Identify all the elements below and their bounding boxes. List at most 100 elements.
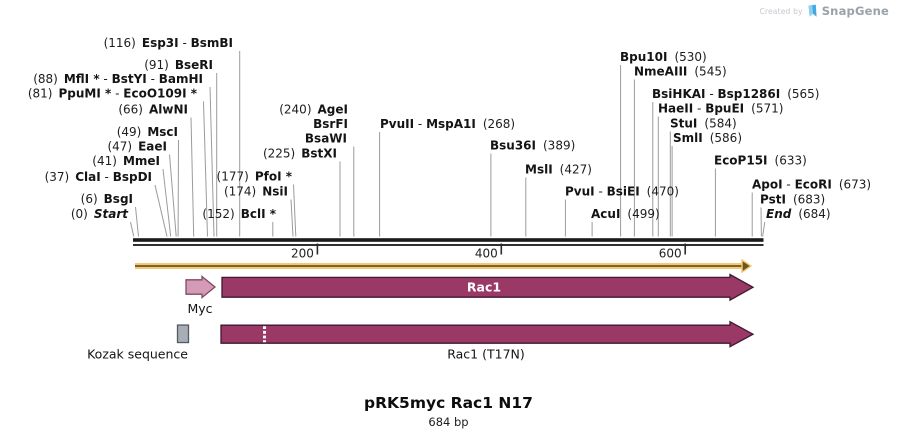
site-label: (81)PpuMI * - EcoO109I * xyxy=(28,87,198,101)
site-label: ApoI - EcoRI(673) xyxy=(752,178,871,192)
site-position: (116) xyxy=(104,36,136,50)
site-position: (177) xyxy=(217,170,249,184)
site-name: BseRI xyxy=(175,58,213,72)
site-label: MslI (427) xyxy=(525,163,592,177)
site-position: (152) xyxy=(202,207,234,221)
site-separator: - xyxy=(414,117,426,131)
site-name: BsgI xyxy=(104,192,133,206)
plasmid-title: pRK5myc Rac1 N17 xyxy=(364,394,533,412)
site-name: BstYI xyxy=(112,72,147,86)
site-separator: - xyxy=(147,72,159,86)
site-label: PvuII - MspA1I(268) xyxy=(380,117,515,131)
site-label: HaeII - BpuEI(571) xyxy=(658,102,783,116)
site-label: Bsu36I(389) xyxy=(490,139,575,153)
site-callout-line xyxy=(203,101,208,237)
map-footer: pRK5myc Rac1 N17 684 bp xyxy=(0,394,897,429)
site-name: Start xyxy=(94,207,129,221)
feature-arrow-rac1-t17n xyxy=(220,320,755,348)
site-position: (427) xyxy=(560,163,592,177)
site-label: (174) NsiI xyxy=(224,185,288,199)
site-name: AlwNI xyxy=(149,103,188,117)
site-position: (470) xyxy=(647,185,679,199)
site-position: (684) xyxy=(798,207,830,221)
feature-label-kozak: Kozak sequence xyxy=(87,347,188,362)
site-name: MmeI xyxy=(123,154,160,168)
site-name: AcuI xyxy=(591,207,620,221)
plasmid-length: 684 bp xyxy=(428,415,469,429)
site-name: EcoP15I xyxy=(714,154,768,168)
site-label: (225)BstXI xyxy=(263,147,337,161)
site-callout-line xyxy=(135,206,139,237)
site-name: PstI xyxy=(760,193,786,207)
site-position: (49) xyxy=(117,125,142,139)
site-name: NmeAIII xyxy=(634,65,687,79)
site-position: (174) xyxy=(224,185,256,199)
site-name: Bpu10I xyxy=(620,50,667,64)
site-separator: - xyxy=(101,170,113,184)
snapgene-branding: Created by SnapGene xyxy=(759,4,889,18)
site-label: BsaWI xyxy=(305,132,347,146)
site-name: BsiHKAI xyxy=(652,87,706,101)
site-name: BsrFI xyxy=(313,117,348,131)
site-position: (389) xyxy=(543,139,575,153)
site-position: (37) xyxy=(45,170,70,184)
site-name: HaeII xyxy=(658,102,693,116)
site-position: (6) xyxy=(81,192,98,206)
site-label: (91) BseRI xyxy=(144,58,213,72)
site-name: NsiI xyxy=(262,185,288,199)
site-position: (268) xyxy=(483,117,515,131)
site-position: (66) xyxy=(118,103,143,117)
site-position: (91) xyxy=(144,58,169,72)
site-name: BsmBI xyxy=(191,36,233,50)
site-name: BstXI xyxy=(301,147,337,161)
site-label: End (684) xyxy=(766,207,831,221)
site-label: (0)Start xyxy=(71,207,129,221)
site-name: End xyxy=(766,207,792,221)
site-callout-line xyxy=(169,154,177,237)
site-name: MflI * xyxy=(64,72,100,86)
site-name: EcoRI xyxy=(795,178,832,192)
site-name: MslI xyxy=(525,163,553,177)
site-position: (47) xyxy=(107,140,132,154)
site-label: (49) MscI xyxy=(117,125,178,139)
site-name: StuI xyxy=(670,117,697,131)
site-name: BsaWI xyxy=(305,132,347,146)
feature-label-rac1: Rac1 xyxy=(467,280,501,295)
feature-label-myc: Myc xyxy=(187,301,212,316)
site-name: SmlI xyxy=(673,131,703,145)
site-name: MspA1I xyxy=(426,117,476,131)
site-name: ApoI xyxy=(752,178,783,192)
sequence-line-bottom xyxy=(133,244,764,246)
site-callout-line xyxy=(130,221,135,237)
site-label: NmeAIII (545) xyxy=(634,65,727,79)
site-name: EaeI xyxy=(138,140,167,154)
site-label: AcuI (499) xyxy=(591,207,660,221)
site-name: BspDI xyxy=(113,170,152,184)
sequence-line-top xyxy=(133,238,764,242)
site-name: BclI * xyxy=(241,207,277,221)
feature-arrow-myc xyxy=(185,275,217,299)
site-name: BsiEI xyxy=(607,185,640,199)
site-position: (545) xyxy=(694,65,726,79)
site-position: (499) xyxy=(627,207,659,221)
site-label: (6) BsgI xyxy=(81,192,133,206)
site-name: MscI xyxy=(147,125,178,139)
site-position: (530) xyxy=(674,50,706,64)
site-name: PfoI * xyxy=(255,170,293,184)
site-label: BsrFI xyxy=(313,117,348,131)
site-callout-line xyxy=(293,184,297,237)
site-position: (81) xyxy=(28,87,53,101)
site-label: Bpu10I (530) xyxy=(620,50,707,64)
site-position: (683) xyxy=(793,193,825,207)
site-name: PvuI xyxy=(565,185,595,199)
site-callout-line xyxy=(154,184,168,237)
site-label: (177) PfoI * xyxy=(217,170,293,184)
created-by-text: Created by xyxy=(759,6,803,16)
site-name: PpuMI * xyxy=(59,87,113,101)
site-label: PstI (683) xyxy=(760,193,825,207)
site-label: SmlI(586) xyxy=(673,131,742,145)
snapgene-brand-text: SnapGene xyxy=(821,4,889,18)
site-separator: - xyxy=(595,185,607,199)
